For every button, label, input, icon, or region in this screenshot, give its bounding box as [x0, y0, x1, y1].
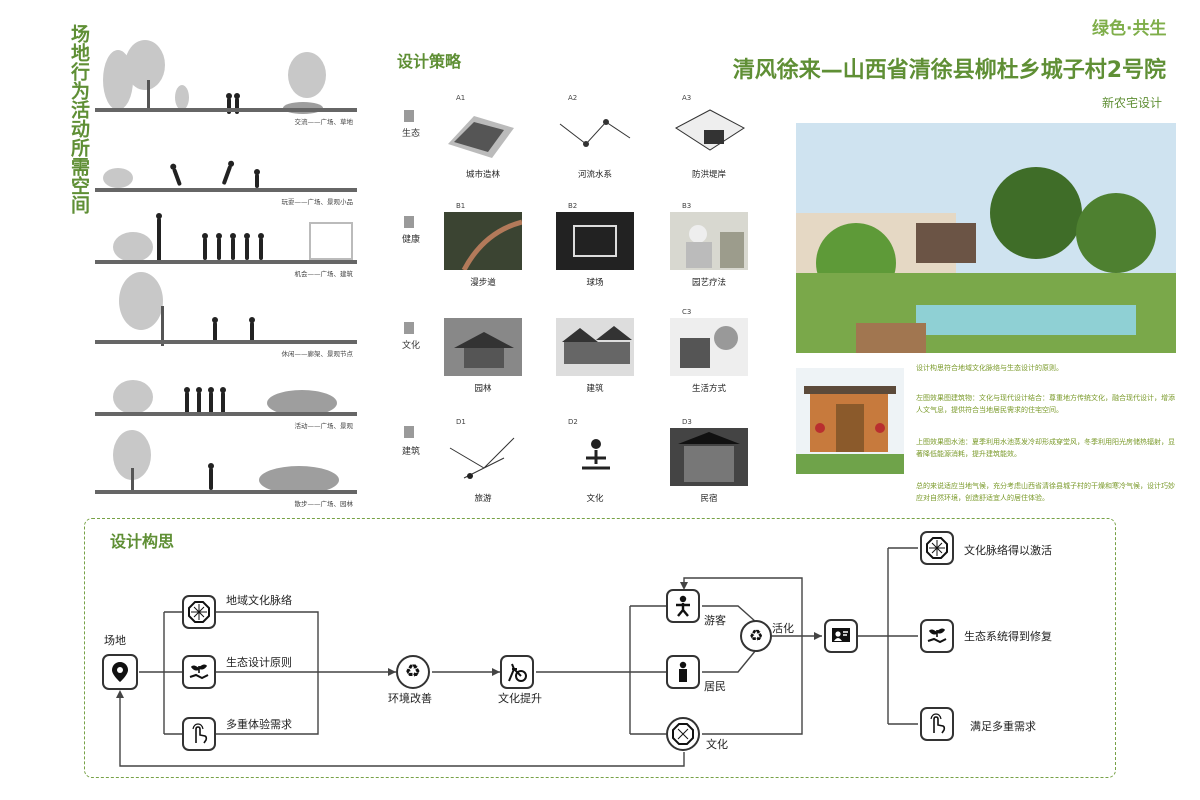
- activity-strip-activity: 活动——广场、景观: [95, 344, 357, 430]
- strategy-row-label: 建筑: [402, 447, 421, 457]
- desc-para: 上图效果图水池：夏季利用水池蒸发冷却形成穿堂风，冬季利用阳光房储热辐射，显著降低…: [916, 438, 1175, 458]
- desc-para: 设计构思符合地域文化脉络与生态设计的原则。: [916, 364, 1063, 372]
- page-subtitle: 新农宅设计: [1102, 96, 1163, 110]
- header-tag: 绿色·共生: [1092, 19, 1167, 39]
- strategy-row-label: 健康: [402, 235, 421, 245]
- tourist-label: 游客: [704, 614, 726, 627]
- strategy-title: 设计策略: [397, 52, 462, 71]
- activity-strip-leisure: 休闲——廊架、景观节点: [95, 272, 357, 358]
- strategy-tile: D2 文化: [556, 418, 634, 504]
- input-label: 地域文化脉络: [226, 594, 292, 607]
- input-label: 生态设计原则: [226, 656, 292, 669]
- resident-label: 居民: [704, 680, 726, 693]
- strategy-tile: A2 河流水系: [556, 94, 634, 180]
- recycle-icon: ♻: [396, 655, 430, 689]
- activity-strip-opportunity: 机会——广场、建筑: [95, 192, 357, 278]
- exercise-bike-icon: [500, 655, 534, 689]
- output-label: 文化脉络得以激活: [964, 544, 1052, 557]
- octagon-pattern-icon: [920, 531, 954, 565]
- octagon-pattern-icon: [666, 717, 700, 751]
- strategy-tile: A1 城市造林: [444, 94, 522, 180]
- hand-touch-icon: [182, 717, 216, 751]
- strip-caption: 休闲——廊架、景观节点: [281, 350, 354, 358]
- render-garden-image: [796, 123, 1176, 353]
- strategy-row-label: 文化: [402, 341, 421, 351]
- left-panel-title: 场地行为活动所需空间: [68, 24, 90, 214]
- env-label: 环境改善: [388, 692, 432, 705]
- person-icon: [666, 589, 700, 623]
- strip-caption: 活动——广场、景观: [294, 422, 354, 430]
- concept-title: 设计构思: [110, 532, 175, 551]
- strategy-tile: 园林: [444, 318, 522, 394]
- output-label: 生态系统得到修复: [964, 630, 1052, 643]
- culture-label: 文化: [706, 738, 728, 751]
- strip-caption: 玩耍——广场、景观小品: [281, 198, 354, 206]
- activity-strip-walk: 散步——广场、园林: [95, 422, 357, 508]
- strategy-tile: D1 旅游: [444, 418, 522, 504]
- person-icon: [666, 655, 700, 689]
- concept-frame: [84, 518, 1116, 778]
- render-gate-image: [796, 368, 904, 474]
- strategy-row-label: 生态: [402, 129, 421, 139]
- strategy-tile: A3 防洪堤岸: [670, 94, 748, 180]
- recycle-icon: ♻: [740, 620, 772, 652]
- desc-para: 总的来说适应当地气候，充分考虑山西省清徐县城子村的干燥和寒冷气候，设计巧妙应对自…: [916, 482, 1175, 502]
- strategy-tile: C3 生活方式: [670, 308, 748, 394]
- site-label: 场地: [104, 634, 126, 647]
- culture-up-label: 文化提升: [498, 692, 542, 705]
- people-board-icon: [824, 619, 858, 653]
- desc-para: 左图效果图建筑物：文化与现代设计结合：尊重地方传统文化，融合现代设计，增添人文气…: [916, 394, 1175, 414]
- strategy-tile: D3 民宿: [670, 418, 748, 504]
- activate-label: 活化: [772, 622, 794, 635]
- strip-caption: 散步——广场、园林: [294, 500, 354, 508]
- strip-caption: 交流——广场、草地: [294, 118, 354, 126]
- strip-caption: 机会——广场、建筑: [294, 270, 354, 278]
- activity-strip-exchange: 交流——广场、草地: [95, 40, 357, 126]
- location-pin-icon: [102, 654, 138, 690]
- strategy-tile: B3 园艺疗法: [670, 202, 748, 288]
- strategy-tile: 建筑: [556, 318, 634, 394]
- activity-strip-play: 玩耍——广场、景观小品: [95, 120, 357, 206]
- page-title: 清风徐来—山西省清徐县柳杜乡城子村2号院: [732, 58, 1166, 83]
- output-label: 满足多重需求: [970, 720, 1036, 733]
- octagon-pattern-icon: [182, 595, 216, 629]
- input-label: 多重体验需求: [226, 718, 292, 731]
- seedling-hand-icon: [920, 619, 954, 653]
- strategy-tile: B1 漫步道: [444, 202, 523, 288]
- strategy-tile: B2 球场: [556, 202, 634, 288]
- hand-touch-icon: [920, 707, 954, 741]
- seedling-hand-icon: [182, 655, 216, 689]
